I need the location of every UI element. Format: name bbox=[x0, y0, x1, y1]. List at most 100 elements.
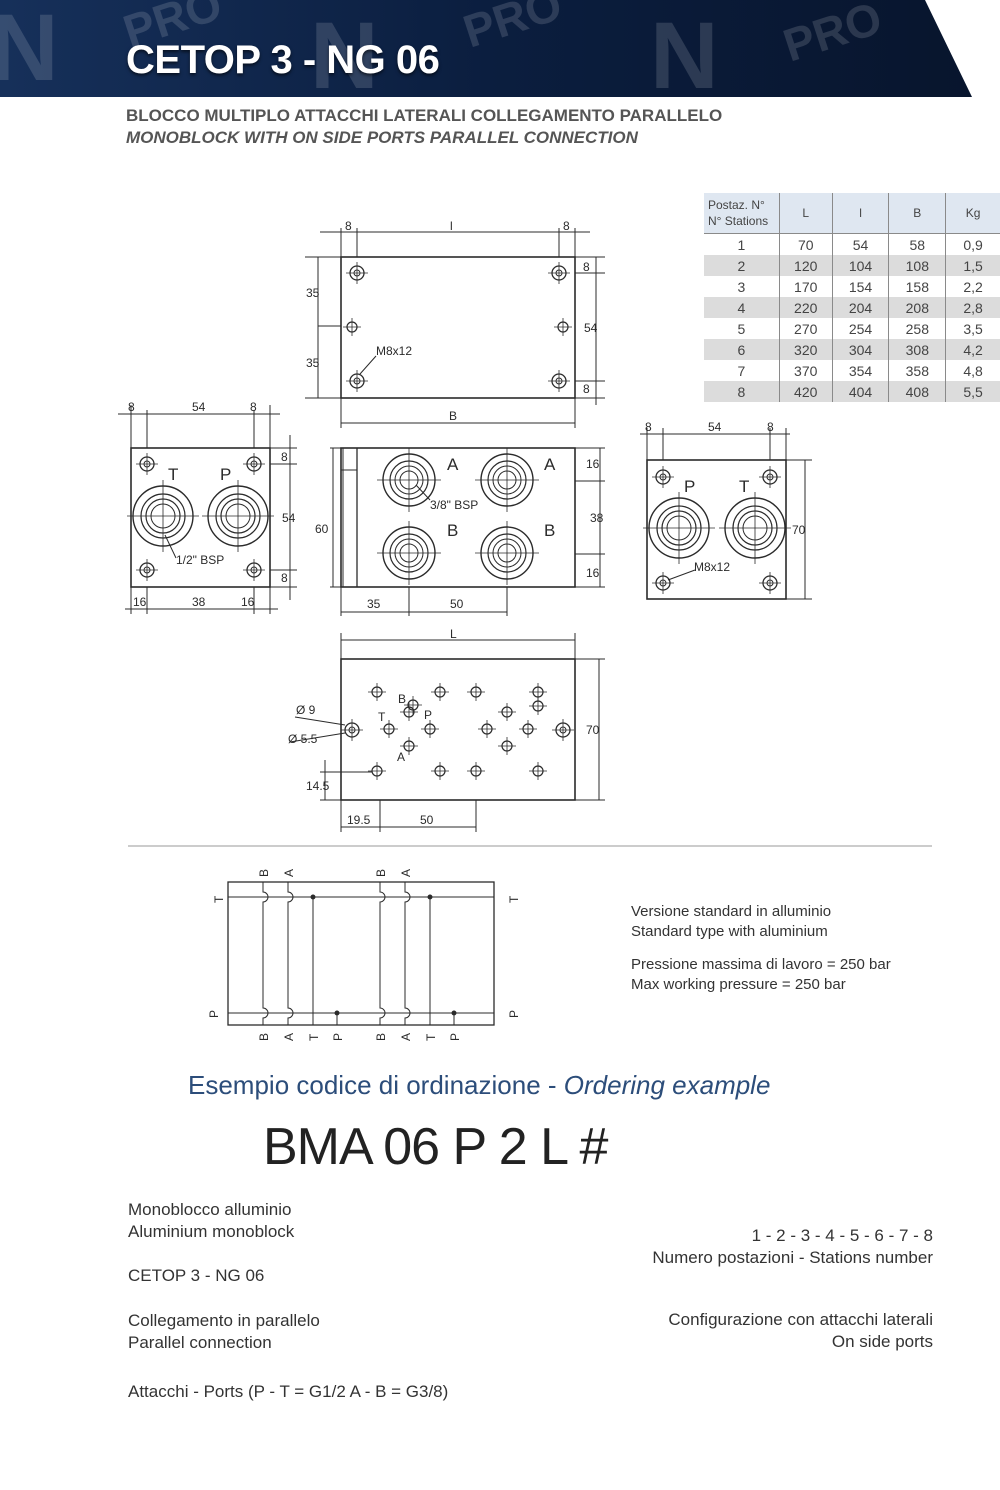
dim-text: 8 bbox=[345, 219, 352, 233]
dim-text: B bbox=[449, 409, 457, 423]
dim-text: 3/8" BSP bbox=[430, 498, 478, 512]
port-label: T bbox=[168, 465, 178, 484]
front-view-body bbox=[340, 447, 576, 588]
port-label: B bbox=[398, 692, 406, 706]
dim-text: 8 bbox=[583, 260, 590, 274]
dim-text: 54 bbox=[192, 400, 206, 414]
dim-text: 38 bbox=[590, 511, 604, 525]
dim-text: 8 bbox=[281, 450, 288, 464]
table-header-l: l bbox=[832, 193, 890, 234]
bottom-view-body bbox=[340, 658, 576, 801]
dim-text: M8x12 bbox=[694, 560, 730, 574]
port-label: P bbox=[424, 708, 432, 722]
left-view-body bbox=[130, 447, 271, 588]
dim-text: M8x12 bbox=[376, 344, 412, 358]
dim-text: 35 bbox=[306, 356, 320, 370]
table-header-B: B bbox=[888, 193, 947, 234]
ordering-code: BMA 06 P 2 L # bbox=[263, 1118, 608, 1176]
page-title: CETOP 3 - NG 06 bbox=[126, 38, 440, 82]
dim-text: 8 bbox=[767, 420, 774, 434]
port-label: T bbox=[739, 477, 749, 496]
svg-text:A: A bbox=[282, 1033, 296, 1041]
dim-text: Ø 9 bbox=[296, 703, 316, 717]
dim-text: 14.5 bbox=[306, 779, 330, 793]
dim-text: 50 bbox=[420, 813, 434, 827]
svg-text:A: A bbox=[282, 869, 296, 877]
label-parallel: Collegamento in parallelo Parallel conne… bbox=[128, 1311, 320, 1352]
subtitle-english: MONOBLOCK WITH ON SIDE PORTS PARALLEL CO… bbox=[126, 128, 638, 147]
svg-text:A: A bbox=[399, 1033, 413, 1041]
label-stations: 1 - 2 - 3 - 4 - 5 - 6 - 7 - 8 Numero pos… bbox=[652, 1226, 933, 1267]
port-label: T bbox=[378, 710, 386, 724]
table-header-kg: Kg bbox=[945, 193, 1000, 234]
dim-text: 16 bbox=[133, 595, 147, 609]
port-label: A bbox=[447, 455, 459, 474]
dim-text: 19.5 bbox=[347, 813, 371, 827]
technical-drawing: 8 l 8 35 35 8 54 8 M8x12 B 8 54 8 8 54 8… bbox=[118, 219, 932, 1041]
dim-text: 1/2" BSP bbox=[176, 553, 224, 567]
dim-text: 35 bbox=[367, 597, 381, 611]
dim-text: 16 bbox=[586, 566, 600, 580]
max-pressure-note: Pressione massima di lavoro = 250 bar Ma… bbox=[631, 956, 891, 993]
right-view-body bbox=[646, 459, 787, 600]
dim-text: L bbox=[450, 627, 457, 641]
top-view-body bbox=[340, 256, 576, 399]
svg-text:P: P bbox=[448, 1033, 462, 1041]
dim-text: 8 bbox=[250, 400, 257, 414]
label-monoblock: Monoblocco alluminio Aluminium monoblock bbox=[128, 1200, 295, 1241]
svg-text:B: B bbox=[374, 1033, 388, 1041]
subtitle-italian: BLOCCO MULTIPLO ATTACCHI LATERALI COLLEG… bbox=[126, 106, 723, 125]
dim-text: 16 bbox=[586, 457, 600, 471]
svg-text:T: T bbox=[307, 1033, 321, 1041]
dim-text: 8 bbox=[128, 400, 135, 414]
svg-text:P: P bbox=[207, 1010, 221, 1018]
svg-text:T: T bbox=[212, 895, 226, 903]
svg-text:B: B bbox=[257, 869, 271, 877]
dim-text: Ø 5.5 bbox=[288, 732, 318, 746]
label-configuration: Configurazione con attacchi laterali On … bbox=[668, 1310, 933, 1351]
dim-text: 54 bbox=[708, 420, 722, 434]
schematic-body bbox=[227, 881, 495, 1026]
port-label: B bbox=[447, 521, 458, 540]
dim-text: 35 bbox=[306, 286, 320, 300]
header-banner: N N N PRO PRO PRO bbox=[0, 0, 972, 97]
dim-text: 8 bbox=[563, 219, 570, 233]
port-label: A bbox=[544, 455, 556, 474]
dim-text: 50 bbox=[450, 597, 464, 611]
svg-text:P: P bbox=[507, 1010, 521, 1018]
port-label: P bbox=[220, 465, 231, 484]
svg-text:B: B bbox=[257, 1033, 271, 1041]
dim-text: 70 bbox=[792, 523, 806, 537]
svg-text:B: B bbox=[374, 869, 388, 877]
svg-text:A: A bbox=[399, 869, 413, 877]
dim-text: 38 bbox=[192, 595, 206, 609]
dim-text: 8 bbox=[281, 571, 288, 585]
port-label: P bbox=[684, 477, 695, 496]
svg-text:N: N bbox=[650, 3, 719, 97]
table-header-L: L bbox=[779, 193, 833, 234]
dim-text: 54 bbox=[282, 511, 296, 525]
dim-text: 60 bbox=[315, 522, 329, 536]
table-header-stations: Postaz. N° N° Stations bbox=[704, 193, 780, 234]
dim-text: 54 bbox=[584, 321, 598, 335]
port-label: A bbox=[397, 750, 405, 764]
svg-text:T: T bbox=[424, 1033, 438, 1041]
ordering-title: Esempio codice di ordinazione - Ordering… bbox=[188, 1070, 771, 1100]
svg-text:N: N bbox=[0, 0, 59, 97]
dim-text: 8 bbox=[645, 420, 652, 434]
svg-text:P: P bbox=[331, 1033, 345, 1041]
label-cetop: CETOP 3 - NG 06 bbox=[128, 1266, 265, 1285]
label-ports: Attacchi - Ports (P - T = G1/2 A - B = G… bbox=[128, 1382, 449, 1401]
dim-text: l bbox=[450, 219, 453, 233]
svg-text:N: N bbox=[310, 3, 379, 97]
dim-text: 16 bbox=[241, 595, 255, 609]
dim-text: 70 bbox=[586, 723, 600, 737]
standard-version-note: Versione standard in alluminio Standard … bbox=[631, 903, 832, 940]
